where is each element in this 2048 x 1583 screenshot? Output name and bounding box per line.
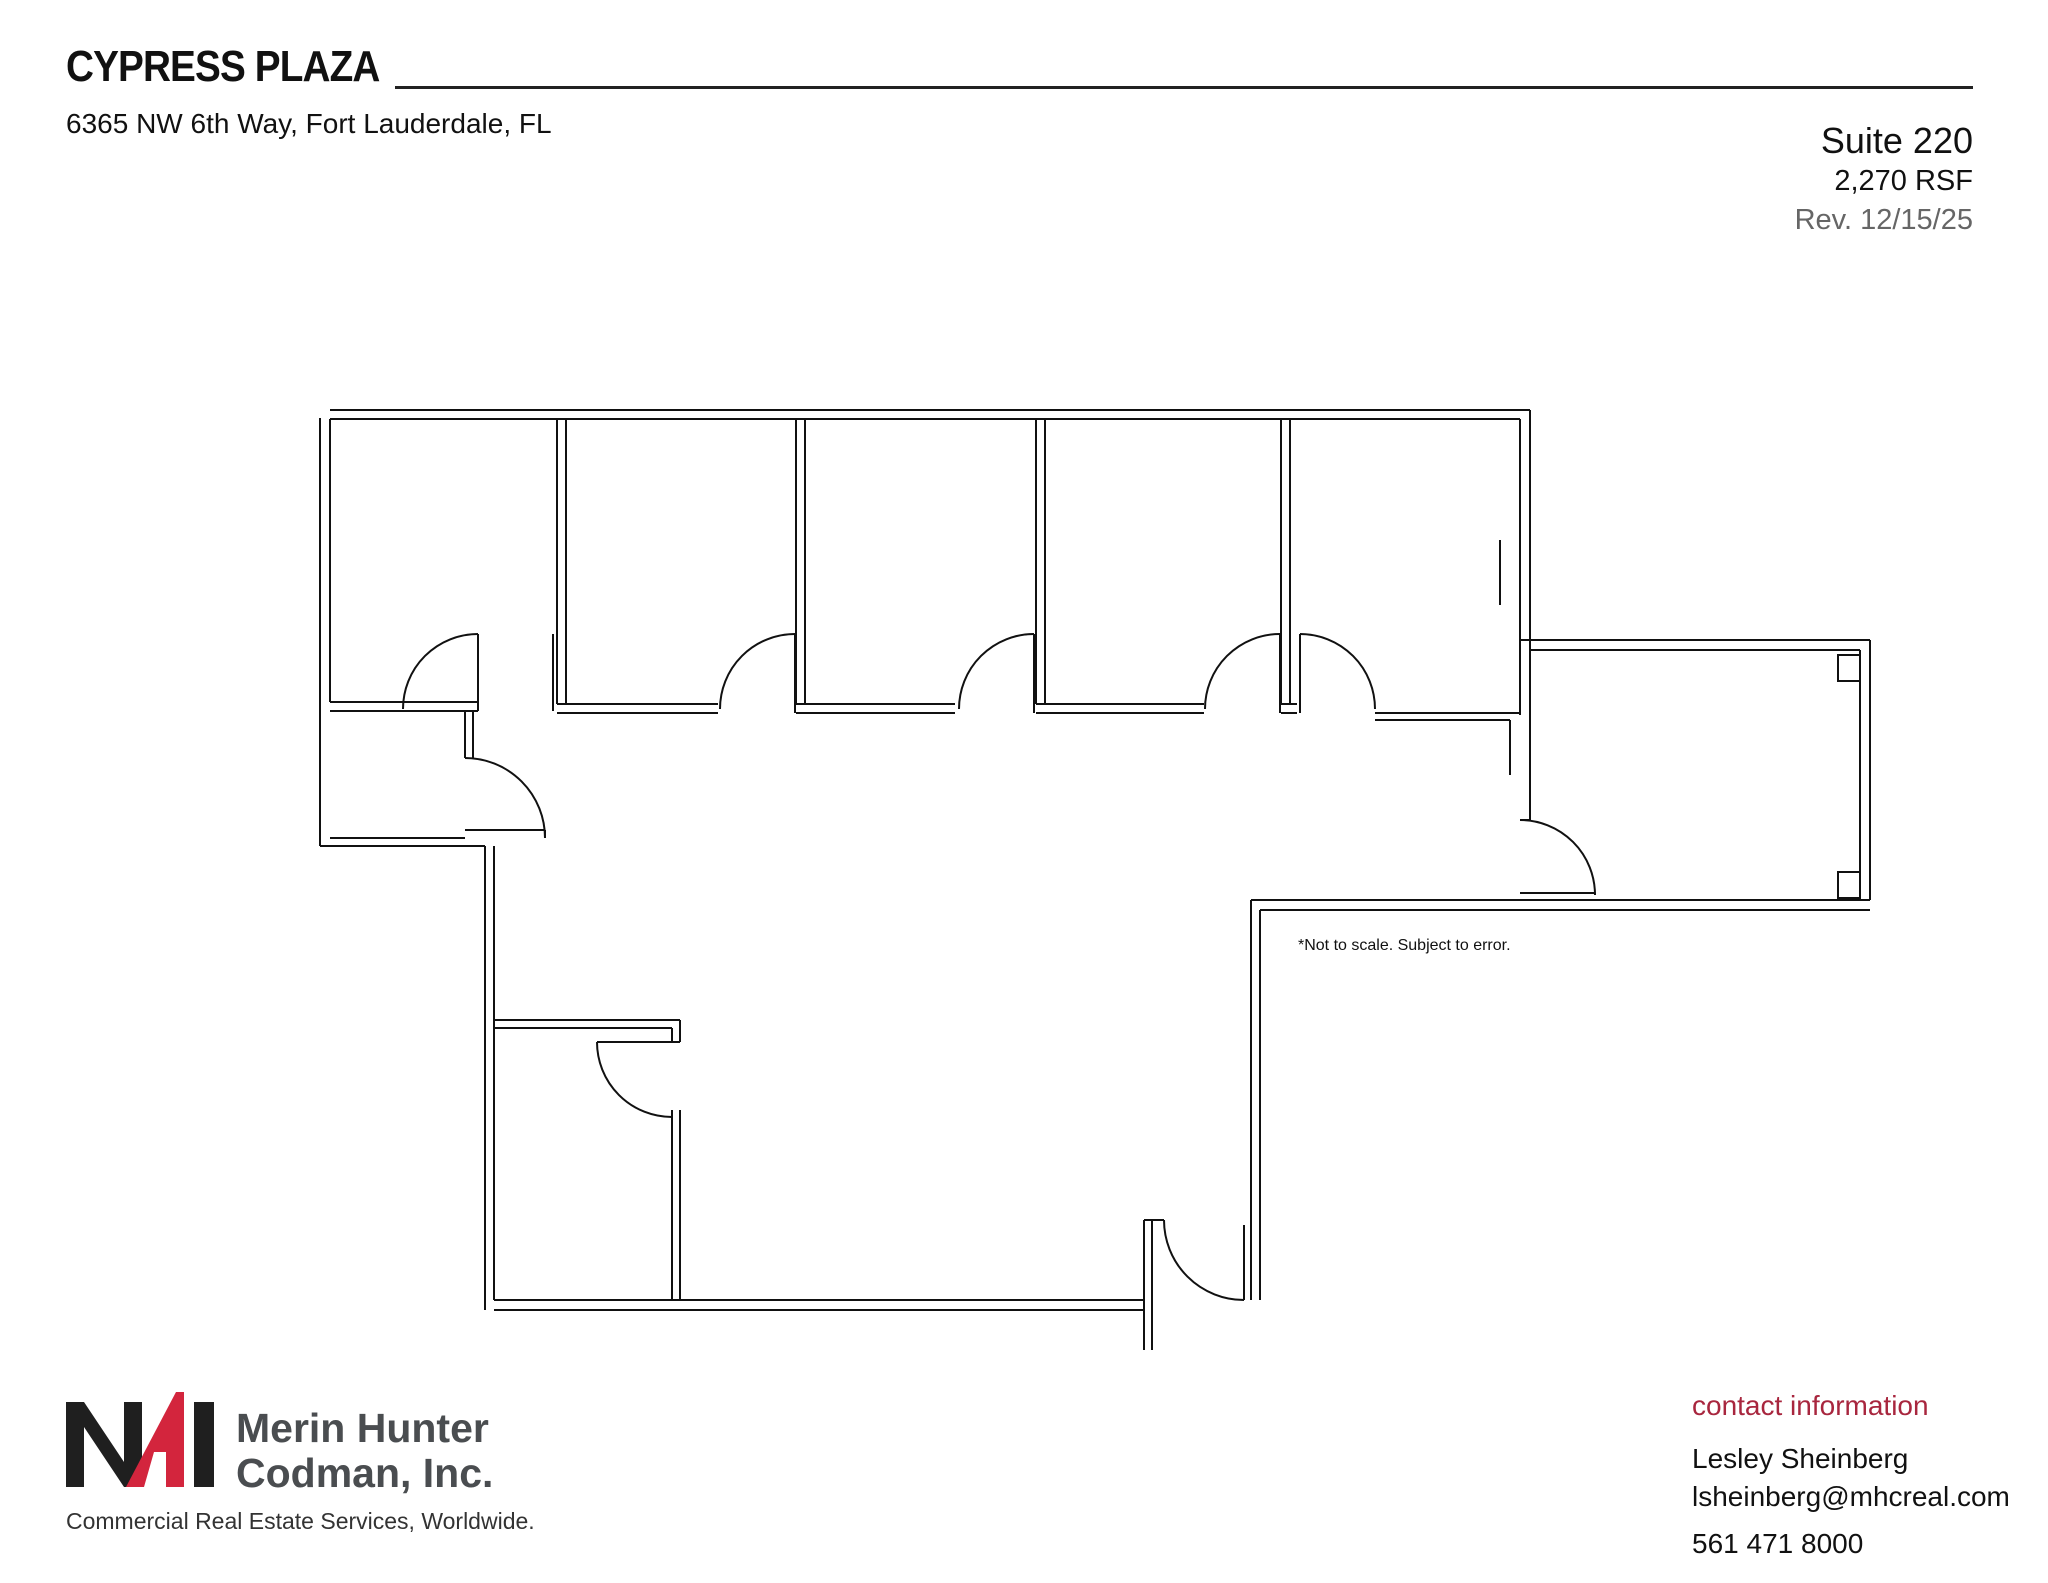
contact-name: Lesley Sheinberg	[1692, 1443, 1909, 1474]
firm-tagline: Commercial Real Estate Services, Worldwi…	[66, 1508, 535, 1534]
revision-date: Rev. 12/15/25	[1794, 204, 1973, 236]
suite-info: Suite 220 2,270 RSF Rev. 12/15/25	[1795, 120, 1973, 240]
scale-note: *Not to scale. Subject to error.	[1298, 937, 1511, 954]
contact-info: contact information Lesley Sheinberg lsh…	[1692, 1390, 2010, 1560]
firm-name-line1: Merin Hunter	[236, 1405, 489, 1451]
suite-area: 2,270 RSF	[1834, 165, 1973, 197]
property-title: CYPRESS PLAZA	[66, 42, 380, 91]
contact-phone[interactable]: 561 471 8000	[1692, 1528, 1864, 1559]
contact-email[interactable]: lsheinberg@mhcreal.com	[1692, 1481, 2010, 1512]
suite-name: Suite 220	[1820, 120, 1973, 161]
contact-heading: contact information	[1692, 1390, 1929, 1421]
title-divider	[395, 86, 1973, 89]
property-address: 6365 NW 6th Way, Fort Lauderdale, FL	[66, 108, 552, 139]
nai-logo	[66, 1392, 214, 1487]
firm-name-line2: Codman, Inc.	[236, 1450, 494, 1496]
